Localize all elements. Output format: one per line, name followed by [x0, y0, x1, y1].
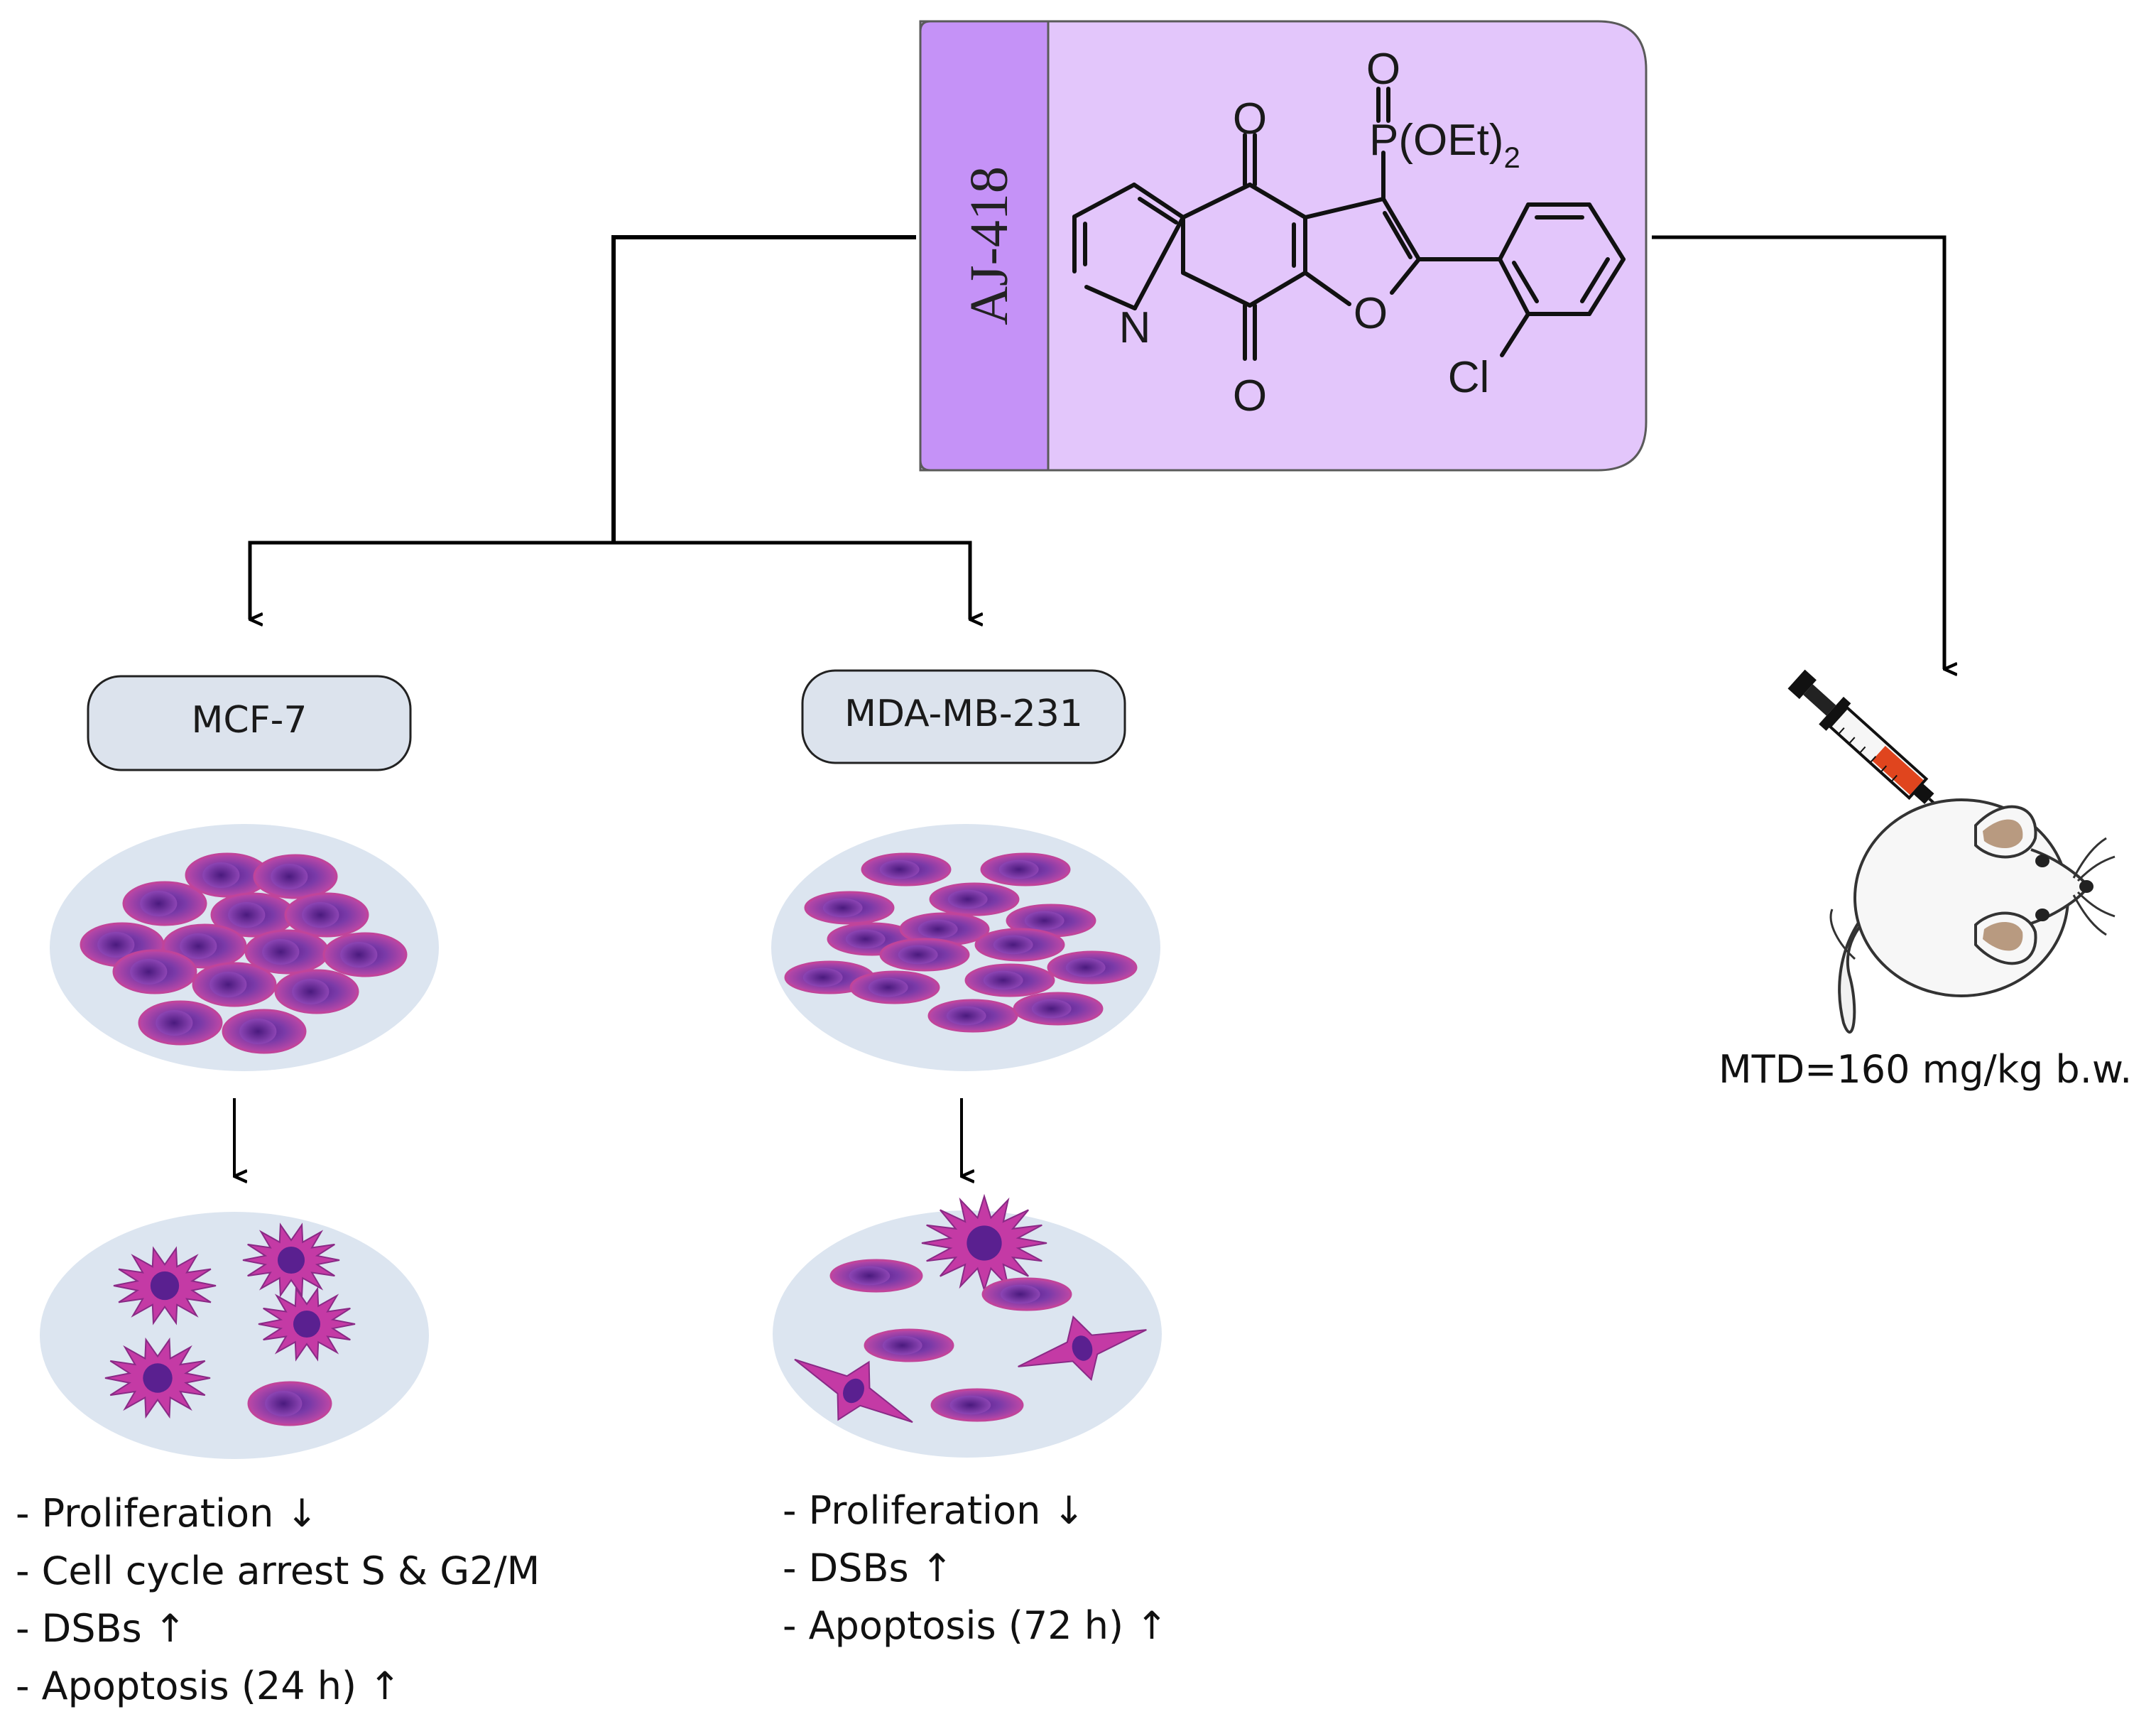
dish-mcf7-treated	[40, 1212, 429, 1459]
elongated-cell	[1018, 1315, 1147, 1382]
cell-line-box-mcf7: MCF-7	[87, 675, 412, 771]
effect-item: - Apoptosis (24 h) ↑	[16, 1664, 401, 1708]
compound-box	[919, 20, 1648, 472]
effect-item: - Proliferation ↓	[16, 1491, 318, 1536]
furan-oxygen: O	[1354, 289, 1388, 338]
compound-card: AJ-418	[919, 20, 1648, 472]
effect-item: - Apoptosis (72 h) ↑	[783, 1603, 1168, 1648]
cell-nucleus	[262, 939, 300, 965]
mouse-icon	[1829, 798, 2116, 1034]
cell-nucleus	[998, 860, 1039, 879]
cell-nucleus	[302, 902, 339, 928]
elongated-cell	[794, 1358, 913, 1424]
cell-nucleus	[802, 967, 843, 987]
cell-nucleus	[918, 919, 958, 939]
effect-item: - Cell cycle arrest S & G2/M	[16, 1549, 540, 1593]
cell-nucleus	[882, 1335, 922, 1355]
cell-nucleus	[822, 898, 863, 918]
cell-nucleus	[340, 942, 378, 967]
dish-mcf7-untreated	[50, 824, 439, 1071]
cell-line-box-mdamb231: MDA-MB-231	[801, 669, 1126, 764]
cell-nucleus	[293, 1310, 321, 1338]
cell-nucleus	[868, 977, 908, 997]
cell-nucleus	[130, 959, 168, 985]
cell-nucleus	[949, 1395, 991, 1415]
cell-nucleus	[292, 979, 330, 1004]
cell-nucleus	[1024, 911, 1065, 931]
effect-item: - DSBs ↑	[16, 1606, 187, 1651]
mtd-label: MTD=160 mg/kg b.w.	[1719, 1047, 2133, 1092]
cell-nucleus	[898, 945, 938, 965]
cell-nucleus	[150, 1271, 180, 1301]
cell-nucleus	[271, 864, 308, 889]
phosphoryl-oxygen: O	[1366, 45, 1400, 94]
cell-nucleus	[228, 902, 266, 928]
cell-nucleus	[1000, 1284, 1040, 1304]
effect-item: - DSBs ↑	[783, 1546, 954, 1590]
effect-item: - Proliferation ↓	[783, 1488, 1085, 1533]
cell-nucleus	[983, 970, 1023, 990]
cell-nucleus	[845, 929, 886, 949]
cell-nucleus	[156, 1010, 193, 1036]
cell-nucleus	[180, 933, 217, 959]
pyridine-nitrogen: N	[1119, 303, 1151, 352]
dish-mdamb231-treated	[773, 1193, 1162, 1458]
cell-line-name: MCF-7	[192, 699, 307, 742]
cell-nucleus	[879, 860, 920, 879]
compound-name: AJ-418	[959, 166, 1019, 325]
cell-line-name: MDA-MB-231	[844, 693, 1083, 735]
carbonyl-oxygen-bottom: O	[1233, 372, 1267, 421]
cell-nucleus	[265, 1391, 303, 1416]
chlorine-atom: Cl	[1448, 353, 1490, 402]
phosphonate-group: P(OEt)2	[1369, 116, 1520, 174]
cell-nucleus	[1065, 958, 1106, 977]
cell-nucleus	[277, 1246, 305, 1274]
cell-nucleus	[143, 1363, 173, 1393]
dish-mdamb231-untreated	[771, 824, 1160, 1071]
mcf7-effects-list: - Proliferation ↓ - Cell cycle arrest S …	[16, 1485, 540, 1715]
mdamb231-effects-list: - Proliferation ↓ - DSBs ↑ - Apoptosis (…	[783, 1482, 1168, 1654]
cell-nucleus	[993, 935, 1033, 955]
chemical-structure	[1072, 87, 1626, 361]
cell-nucleus	[140, 891, 178, 916]
carbonyl-oxygen-top: O	[1233, 94, 1267, 143]
cell-nucleus	[202, 862, 240, 888]
cell-nucleus	[1031, 999, 1072, 1019]
cell-nucleus	[239, 1019, 277, 1044]
syringe-icon	[1787, 669, 1954, 821]
cell-nucleus	[209, 972, 247, 997]
cell-nucleus	[946, 1006, 986, 1026]
cell-nucleus	[849, 1266, 891, 1286]
cell-nucleus	[97, 932, 135, 958]
cell-nucleus	[967, 1225, 1002, 1261]
compound-tab	[919, 20, 1050, 472]
cell-nucleus	[947, 889, 988, 909]
connector-lines	[233, 235, 1944, 1176]
